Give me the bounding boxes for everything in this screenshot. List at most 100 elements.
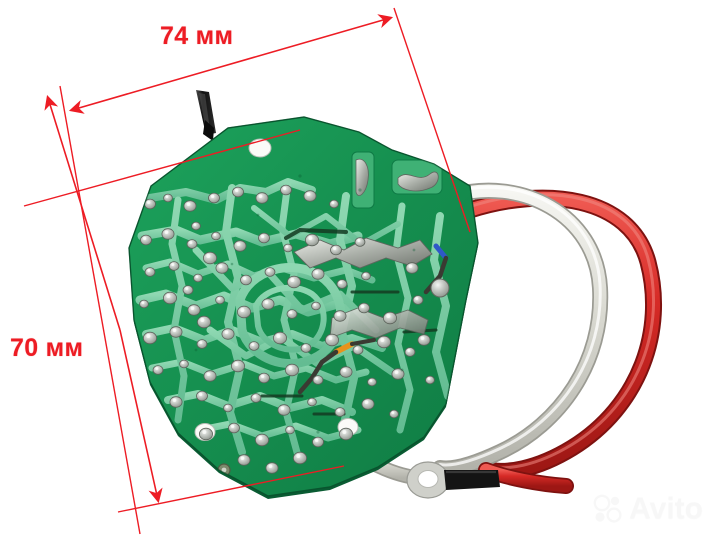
solder-pad-highlight xyxy=(355,347,359,351)
solder-pad-highlight xyxy=(164,230,169,235)
solder-pad xyxy=(152,365,164,375)
solder-pad xyxy=(261,298,275,310)
solder-pad-highlight xyxy=(165,195,169,198)
solder-pad xyxy=(389,409,399,419)
solder-pad xyxy=(361,398,375,410)
solder-pad-highlight xyxy=(268,464,273,469)
solder-pad xyxy=(161,228,175,240)
jumper-link xyxy=(350,338,376,346)
blue-jumper xyxy=(433,243,449,261)
solder-pad-highlight xyxy=(315,377,319,381)
solder-pad-highlight xyxy=(189,241,193,245)
solder-pad xyxy=(307,397,317,407)
solder-pad xyxy=(425,375,435,385)
solder-pad xyxy=(311,301,321,311)
solder-pad-highlight xyxy=(185,287,189,291)
avito-circles-icon xyxy=(593,494,622,523)
solder-pad xyxy=(196,390,208,402)
solder-pad-highlight xyxy=(258,194,263,199)
solder-pad xyxy=(254,433,269,447)
solder-pad-highlight xyxy=(328,336,333,340)
solder-pad-highlight xyxy=(380,338,385,342)
solder-pad xyxy=(405,262,419,274)
solder-pad-highlight xyxy=(190,306,195,311)
dimension-label-width: 74 мм xyxy=(160,22,234,50)
solder-pad xyxy=(179,359,189,369)
solder-pad-highlight xyxy=(171,263,175,267)
solder-pad-highlight xyxy=(210,194,215,199)
solder-pad xyxy=(333,310,347,322)
solder-pad-highlight xyxy=(225,405,229,408)
solder-pad xyxy=(354,237,366,247)
solder-pad xyxy=(221,328,235,340)
solder-pad xyxy=(334,407,346,417)
solder-pad-highlight xyxy=(285,245,289,248)
solder-pad-highlight xyxy=(282,186,287,191)
solder-pad xyxy=(304,233,319,247)
solder-pad xyxy=(230,359,245,373)
solder-pad-highlight xyxy=(427,377,431,380)
solder-pad-highlight xyxy=(290,278,295,282)
solder-pad-highlight xyxy=(181,361,185,364)
solder-pad-highlight xyxy=(142,236,147,241)
solder-pad xyxy=(412,295,424,305)
solder-pad xyxy=(303,190,317,202)
solder-pad xyxy=(223,403,233,413)
solder-pad-highlight xyxy=(337,409,341,413)
solder-pad xyxy=(215,262,229,274)
solder-pad-highlight xyxy=(195,275,199,278)
solder-pad-highlight xyxy=(391,411,395,414)
solder-pad xyxy=(255,192,269,204)
solder-pad xyxy=(232,186,244,198)
solder-pad-highlight xyxy=(276,334,281,338)
solder-pad xyxy=(140,234,152,246)
solder-pad xyxy=(358,302,370,314)
solder-pad-highlight xyxy=(146,334,151,338)
orange-jumper xyxy=(333,341,355,355)
solder-pad-highlight xyxy=(206,254,211,258)
solder-pad xyxy=(250,393,262,403)
solder-pad-highlight xyxy=(240,308,245,312)
solder-pad-highlight xyxy=(280,406,285,411)
solder-pad xyxy=(324,333,339,347)
solder-pad xyxy=(284,363,299,377)
solder-pad xyxy=(183,200,197,212)
solder-bridge-upper xyxy=(293,237,433,269)
ring-terminal-hole xyxy=(417,470,439,488)
solder-pad xyxy=(215,295,225,305)
solder-pad-highlight xyxy=(172,398,177,403)
solder-blob-1 xyxy=(355,158,369,196)
solder-pad-highlight xyxy=(155,367,159,371)
mounting-hole-top xyxy=(248,138,272,158)
solder-pad xyxy=(208,192,220,204)
solder-pad xyxy=(169,326,183,338)
solder-pad xyxy=(193,273,203,283)
red-wire-highlight xyxy=(468,193,655,470)
solder-pad xyxy=(352,345,364,355)
solder-pad-highlight xyxy=(193,223,197,226)
avito-watermark-text: Avito xyxy=(629,492,703,525)
solder-pad xyxy=(265,462,279,474)
solder-pad xyxy=(233,240,247,252)
white-wire-highlight xyxy=(438,185,602,467)
solder-pad-highlight xyxy=(363,273,367,276)
solder-pad xyxy=(169,396,183,408)
solder-pad xyxy=(162,291,177,305)
heat-shrink-sleeve xyxy=(444,470,500,490)
solder-pad xyxy=(404,347,416,357)
solder-pad-highlight xyxy=(314,438,319,442)
solder-pad xyxy=(272,331,287,345)
solder-pad xyxy=(237,454,251,466)
solder-pad-highlight xyxy=(420,336,425,341)
solder-pad xyxy=(196,339,208,349)
solder-pad-highlight xyxy=(306,192,311,197)
corner-pad xyxy=(430,278,450,298)
solder-pad-highlight xyxy=(314,270,319,275)
solder-pad xyxy=(142,331,157,345)
solder-pad xyxy=(283,243,293,253)
solder-pad-highlight xyxy=(172,328,177,333)
solder-pad-highlight xyxy=(303,345,307,349)
solder-pad-highlight xyxy=(309,399,313,402)
solder-pad xyxy=(286,309,298,319)
